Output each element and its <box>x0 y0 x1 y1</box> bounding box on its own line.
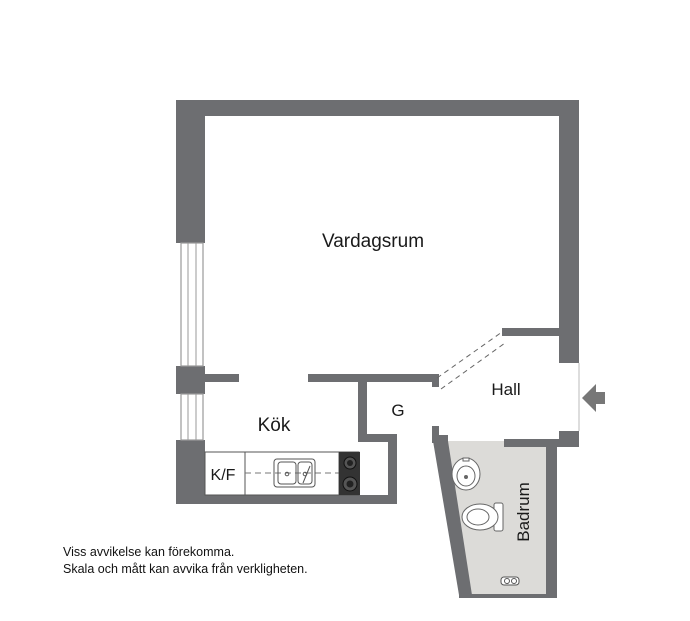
windows <box>180 242 204 441</box>
sink-icon <box>273 458 316 488</box>
bathroom-walls <box>433 441 557 598</box>
washbasin-icon <box>451 457 481 491</box>
room-label-living: Vardagsrum <box>322 231 424 252</box>
disclaimer-line-1: Viss avvikelse kan förekomma. <box>63 545 235 559</box>
room-label-bathroom: Badrum <box>514 482 533 542</box>
walls <box>176 100 579 504</box>
room-label-closet: G <box>391 401 404 420</box>
toilet-icon <box>461 502 504 532</box>
shower-icon <box>500 576 520 586</box>
room-label-kitchen: Kök <box>258 415 291 436</box>
stove-icon <box>339 452 360 495</box>
room-dividers <box>436 331 506 390</box>
disclaimer-line-2: Skala och mått kan avvika från verklighe… <box>63 562 308 576</box>
disclaimer: Viss avvikelse kan förekomma. Skala och … <box>63 544 308 578</box>
entrance-arrow-icon <box>582 384 605 412</box>
room-label-fridge-freezer: K/F <box>211 467 236 484</box>
room-label-hall: Hall <box>491 380 520 399</box>
